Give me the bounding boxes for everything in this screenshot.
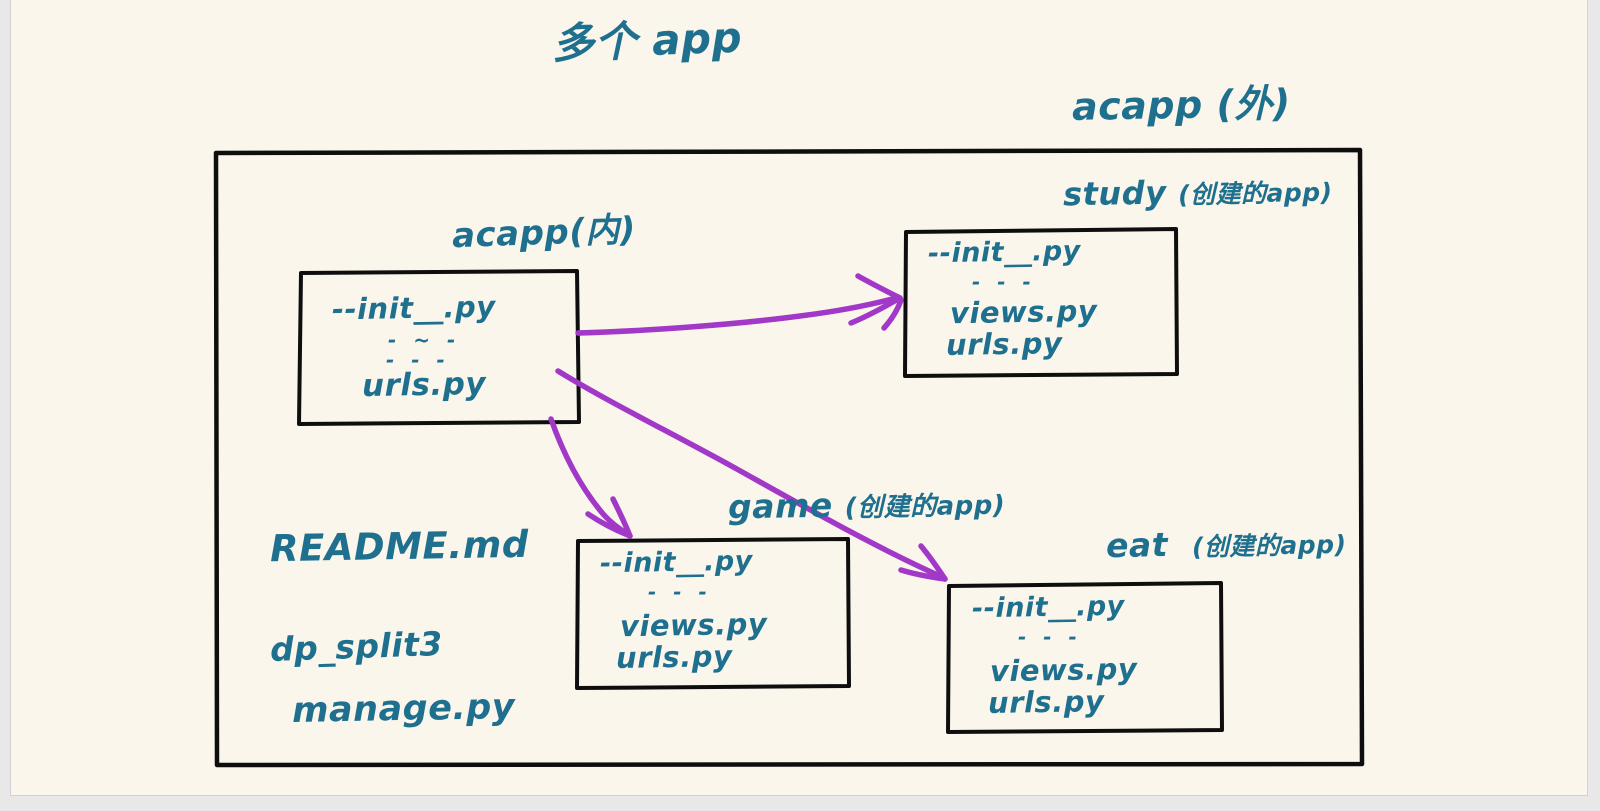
outer-project-name: acapp	[1071, 82, 1204, 129]
file-line: views.py	[619, 606, 768, 644]
page-title: 多个 app	[551, 12, 743, 69]
outer-project-box	[213, 147, 1365, 768]
study-box	[903, 227, 1179, 378]
acapp-name: acapp	[451, 212, 570, 257]
drawing-canvas[interactable]	[10, 0, 1588, 796]
file-line-separator: - ~ -	[388, 328, 461, 352]
game-note: (创建的app)	[844, 490, 1006, 524]
game-box	[575, 537, 851, 690]
file-line: urls.py	[987, 683, 1105, 721]
file-line: urls.py	[361, 365, 487, 405]
root-file-readme: README.md	[269, 522, 530, 571]
file-line: urls.py	[945, 325, 1063, 363]
study-box-label: study (创建的app)	[1062, 173, 1333, 214]
file-line-separator: - - -	[972, 270, 1036, 294]
study-name: study	[1062, 173, 1167, 214]
acapp-box-label: acapp(内)	[451, 209, 637, 257]
file-line: --init__.py	[971, 590, 1125, 625]
game-box-label: game (创建的app)	[727, 485, 1006, 527]
game-name: game	[727, 485, 834, 527]
arrow-acapp-to-game	[548, 416, 633, 539]
file-line-separator: - - -	[648, 580, 712, 604]
outer-project-note: (外)	[1216, 81, 1292, 127]
arrow-acapp-to-study	[575, 273, 904, 336]
acapp-box	[297, 269, 581, 426]
file-line: --init__.py	[599, 545, 753, 580]
file-line: urls.py	[615, 638, 733, 676]
root-file-manage: manage.py	[291, 687, 516, 731]
file-line-separator: - - -	[1018, 625, 1082, 649]
file-line-separator: - - -	[386, 348, 450, 372]
outer-project-label: acapp (外)	[1071, 81, 1292, 129]
file-line: --init__.py	[331, 289, 496, 327]
eat-box-label: eat (创建的app)	[1105, 525, 1347, 566]
eat-note: (创建的app)	[1191, 529, 1347, 562]
file-line: --init__.py	[927, 235, 1081, 270]
file-line: views.py	[949, 293, 1098, 331]
eat-box	[946, 581, 1224, 734]
eat-name: eat	[1105, 525, 1169, 566]
study-note: (创建的app)	[1177, 177, 1333, 210]
acapp-note: (内)	[568, 209, 637, 253]
root-file-db: dp_split3	[269, 623, 444, 670]
file-line: views.py	[989, 651, 1138, 689]
arrow-acapp-to-eat	[555, 368, 948, 582]
